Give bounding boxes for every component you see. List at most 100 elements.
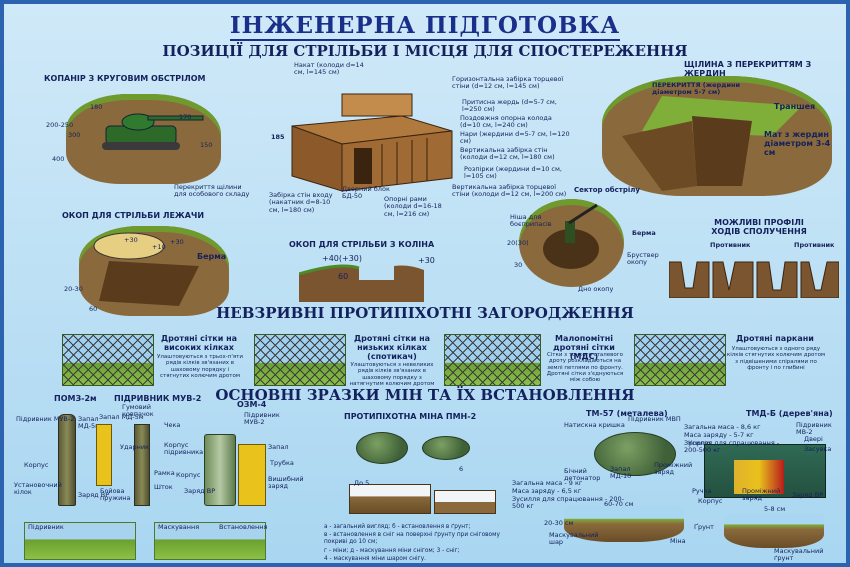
tmd-label-3: Засувка bbox=[804, 445, 832, 453]
tm57-dim-1: 60-70 см bbox=[604, 500, 634, 508]
pmn-snow-image bbox=[434, 490, 496, 514]
tm57-spec-1: Загальна маса - 9 кг bbox=[512, 479, 583, 487]
tmd-title: ТМД-Б (дерев'яна) bbox=[746, 409, 833, 418]
ozm-label-1: Підривник МУВ-2 bbox=[244, 411, 280, 427]
obstacle-high-stakes-image bbox=[62, 334, 154, 386]
okop-knee-dim-2: +30 bbox=[418, 256, 435, 265]
pomz-label-5: Заряд ВР bbox=[78, 491, 110, 499]
tm57-install-image bbox=[564, 506, 684, 542]
section-heading-mines: ОСНОВНІ ЗРАЗКИ МІН ТА ЇХ ВСТАНОВЛЕННЯ bbox=[215, 386, 635, 404]
obstacle-low-stakes-image bbox=[254, 334, 346, 386]
page-title: ІНЖЕНЕРНА ПІДГОТОВКА bbox=[229, 12, 621, 41]
pomz-label-3: Корпус bbox=[24, 461, 49, 469]
kopanir-dim-2: 200-250 bbox=[46, 121, 74, 129]
blindazh-label-7: Вертикальна забірка торцевої стіни (коло… bbox=[452, 183, 567, 199]
tm57-dim-3: Маскувальний шар bbox=[549, 531, 599, 547]
kopanir-title: КОПАНІР З КРУГОВИМ ОБСТРІЛОМ bbox=[44, 74, 206, 83]
obstacle-fence-image bbox=[634, 334, 726, 386]
pmn-legend-3: г - міни; д - маскування міни снігом; 3 … bbox=[324, 548, 460, 554]
kopanir-dim-4: 150 bbox=[200, 141, 213, 149]
tmd-label-2: Двері bbox=[804, 435, 823, 443]
kopanir-dim-5: 300 bbox=[68, 131, 81, 139]
obstacle-fence-text: Улаштовуються з одного ряду кілків стягн… bbox=[726, 346, 826, 371]
section-heading-obstacles: НЕВЗРИВНІ ПРОТИПІХОТНІ ЗАГОРОДЖЕННЯ bbox=[216, 304, 634, 322]
okop-lying-dim-5: 60 bbox=[89, 305, 98, 313]
tm57-dim-2: 20-30 см bbox=[544, 519, 574, 527]
blindazh-height: 185 bbox=[271, 133, 285, 141]
tmd-dim-1: 5-8 см bbox=[764, 505, 786, 513]
tmd-label-6: Проміжний заряд bbox=[742, 487, 781, 503]
blindazh-bottom-2: Дверний блок БД-50 bbox=[342, 185, 390, 201]
pmn-install-image bbox=[349, 484, 431, 514]
muv-image bbox=[134, 424, 150, 506]
tmd-spec-3: Зусилля для спрацювання - 200-500 кг bbox=[684, 439, 780, 455]
shchilyna-mat: Мат з жердин діаметром 3-4 см bbox=[764, 130, 831, 158]
obstacle-low-stakes-title: Дротяні сітки на низьких кілках (спотика… bbox=[353, 334, 431, 361]
kulemet-label-1: Ніша для боєприпасів bbox=[510, 213, 552, 229]
ozm-label-6: Вишибний заряд bbox=[268, 475, 304, 491]
kulemet-dim-1: 20(30) bbox=[507, 239, 529, 247]
muv-label-7: Рамка bbox=[154, 469, 175, 477]
okop-lying-berm: Берма bbox=[197, 252, 227, 261]
tmd-section-image bbox=[734, 460, 784, 494]
obstacle-mds-title: Малопомітні дротяні сітки (МДС) bbox=[553, 334, 615, 361]
pmn-legend-1: а - загальний вигляд; б - встановлення в… bbox=[324, 524, 471, 530]
blindazh-label-6: Розпірки (жердини d=10 см, l=105 см) bbox=[464, 165, 562, 181]
muv-label-3: Ударник bbox=[120, 443, 149, 451]
tmd-install-image bbox=[724, 514, 824, 548]
pomz-label-2: Запал МД-5м bbox=[78, 415, 101, 431]
obstacle-mds-image bbox=[444, 334, 541, 386]
strip-label-3: Встановлення bbox=[219, 523, 268, 531]
okop-knee-illustration bbox=[298, 252, 424, 302]
obstacle-mds-text: Сітки з тонкого сталевого дроту розклада… bbox=[546, 352, 624, 384]
tmd-label-1: Підривник МВ-2 bbox=[796, 421, 832, 437]
tmd-label-4: Ручка bbox=[692, 487, 712, 495]
okop-lying-dim-1: +30 bbox=[124, 236, 138, 244]
blindazh-label-5: Вертикальна забірка стін (колоди d=12 см… bbox=[460, 146, 555, 162]
shchilyna-cover: ПЕРЕКРИТТЯ (жердини діаметром 5-7 см) bbox=[652, 81, 741, 97]
kopanir-caption: Перекриття щілини для особового складу bbox=[174, 183, 250, 199]
tmd-label-7: Заряд ВР bbox=[792, 491, 824, 499]
shchilyna-illustration bbox=[602, 76, 832, 196]
obstacle-low-stakes-text: Улаштовуються з невеликих рядів кілків з… bbox=[349, 362, 435, 387]
strip-label-2: Маскування bbox=[158, 523, 200, 531]
tm57-label-6: Корпус bbox=[688, 439, 713, 447]
tmd-dim-2: Маскувальний ґрунт bbox=[774, 547, 824, 563]
obstacle-high-stakes-title: Дротяні сітки на високих кілках bbox=[160, 334, 238, 352]
profiles-enemy-1: Противник bbox=[710, 241, 751, 249]
tmd-spec-1: Загальна маса - 8,6 кг bbox=[684, 423, 761, 431]
ozm-image bbox=[204, 434, 236, 506]
kulemet-dim-2: 30 bbox=[514, 261, 523, 269]
tm57-label-2: Підривник МВП bbox=[628, 415, 681, 423]
ozm-label-5: Заряд ВР bbox=[184, 487, 216, 495]
blindazh-label-1: Горизонтальна забірка торцевої стіни (d=… bbox=[452, 75, 564, 91]
kulemet-illustration bbox=[519, 199, 624, 287]
kulemet-sector: Сектор обстрілу bbox=[574, 186, 640, 194]
kopanir-dim-3: 170 bbox=[179, 113, 192, 121]
pomz-label-1: Підривник МУВ-2 bbox=[16, 415, 75, 423]
tm57-label-3: Бічний детонатор bbox=[564, 467, 601, 483]
kulemet-label-4: Дно окопу bbox=[578, 285, 614, 293]
muv-label-8: Шток bbox=[154, 483, 173, 491]
muv-label-5: Чека bbox=[164, 421, 181, 429]
blindazh-bottom-1: Забірка стін входу (накатник d=8-10 см, … bbox=[269, 191, 333, 214]
install-strip-1 bbox=[24, 522, 136, 560]
kulemet-label-3: Бруствер окопу bbox=[627, 251, 659, 267]
tmd-spec-2: Маса заряду - 5-7 кг bbox=[684, 431, 754, 439]
kopanir-illustration bbox=[66, 94, 221, 184]
kopanir-dim-1: 180 bbox=[90, 103, 103, 111]
okop-knee-dim-3: 60 bbox=[338, 272, 349, 281]
ozm-title: ОЗМ-4 bbox=[237, 400, 267, 409]
blindazh-top-label: Накат (колоди d=14 см, l=145 см) bbox=[294, 61, 364, 77]
tmd-dim-3: Ґрунт bbox=[694, 523, 714, 531]
kopanir-dim-6: 400 bbox=[52, 155, 65, 163]
muv-title: ПІДРИВНИК МУВ-2 bbox=[114, 394, 202, 403]
tank-icon bbox=[102, 113, 204, 150]
shchilyna-title: ЩІЛИНА З ПЕРЕКРИТТЯМ З ЖЕРДИН bbox=[684, 60, 812, 78]
okop-lying-title: ОКОП ДЛЯ СТРІЛЬБИ ЛЕЖАЧИ bbox=[62, 211, 205, 220]
okop-lying-dim-4: 20-30 bbox=[64, 285, 83, 293]
pmn-legend-4: 4 - маскування міни шаром снігу. bbox=[324, 556, 426, 562]
tmd-dim-4: Міна bbox=[670, 537, 686, 545]
tm57-label-1: Натискна кришка bbox=[564, 421, 625, 429]
